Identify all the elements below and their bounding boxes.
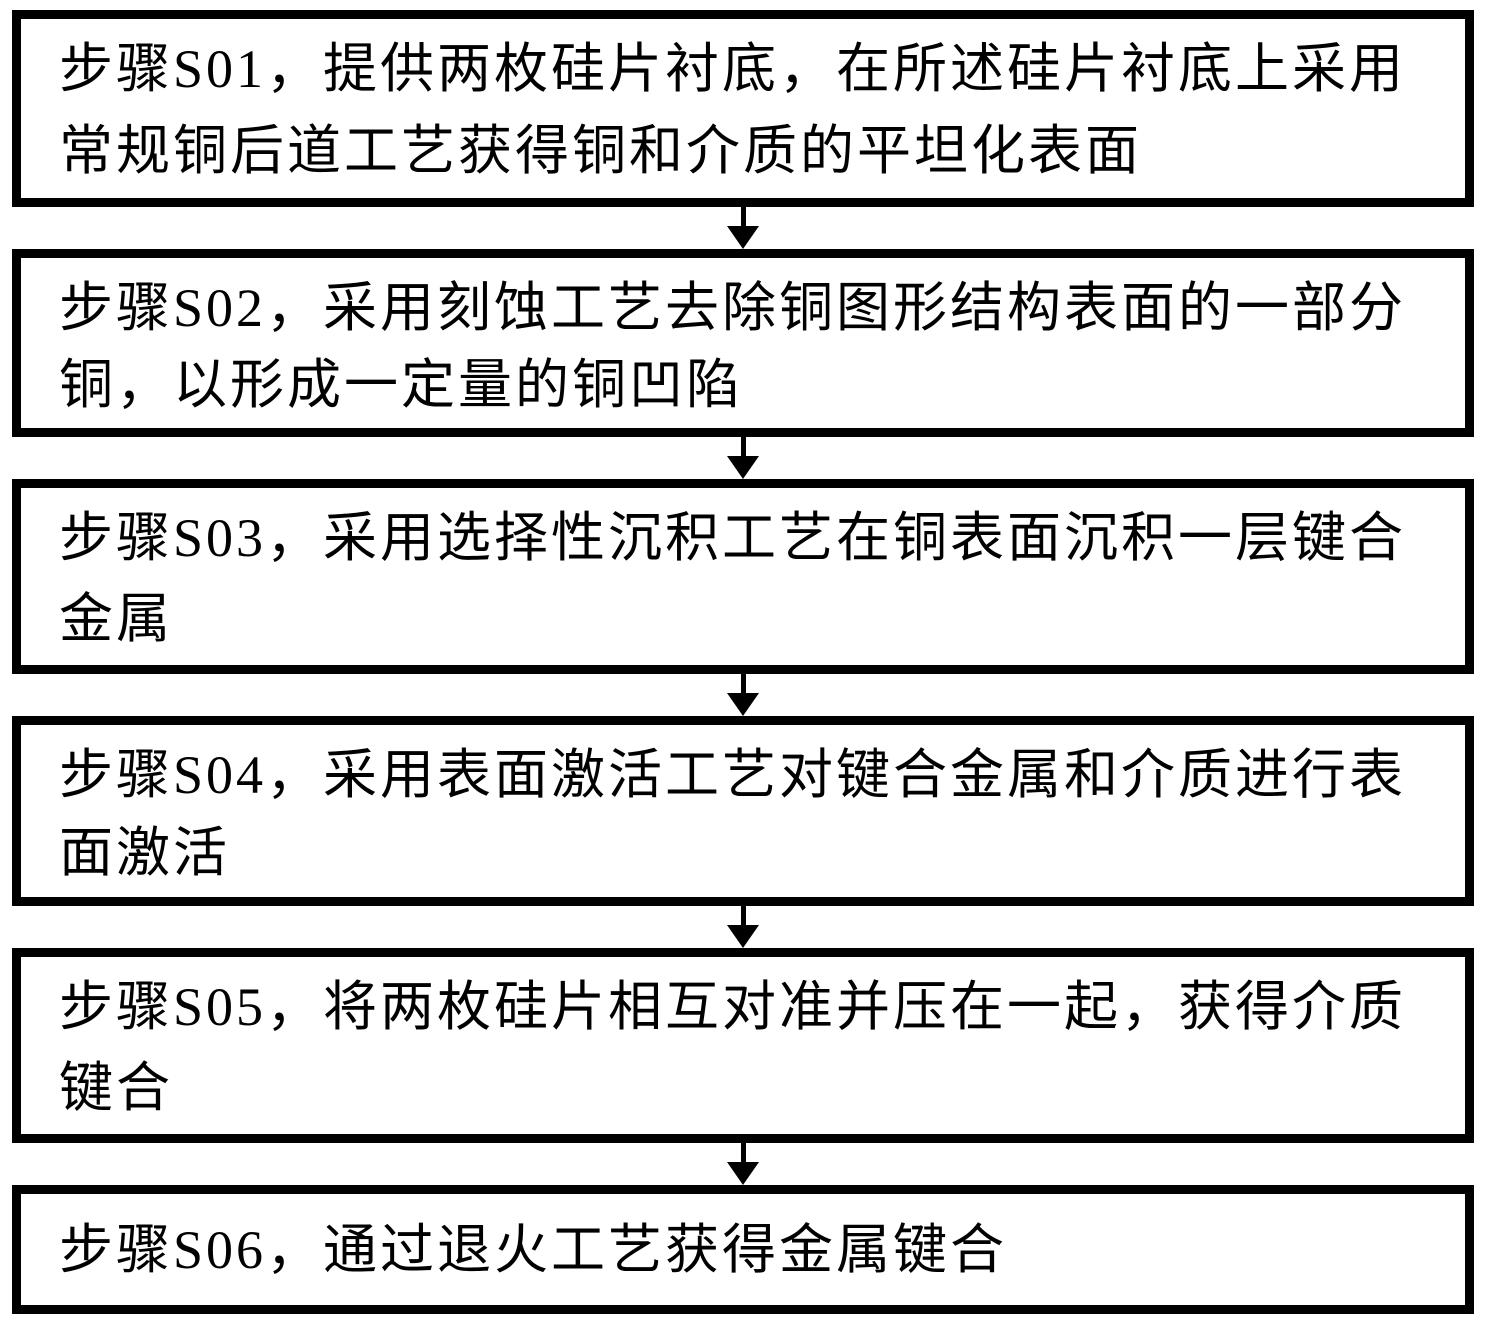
step-box-s04: 步骤S04，采用表面激活工艺对键合金属和介质进行表 面激活: [12, 716, 1474, 906]
arrow-down-icon: [727, 925, 759, 948]
step-box-s05: 步骤S05，将两枚硅片相互对准并压在一起，获得介质 键合: [12, 948, 1474, 1143]
step-box-s03: 步骤S03，采用选择性沉积工艺在铜表面沉积一层键合 金属: [12, 479, 1474, 674]
step-s03-text-line-1: 步骤S03，采用选择性沉积工艺在铜表面沉积一层键合: [59, 508, 1407, 568]
step-box-s06: 步骤S06，通过退火工艺获得金属键合: [12, 1185, 1474, 1314]
arrow-down-icon: [727, 456, 759, 479]
arrow-down-icon: [727, 1162, 759, 1185]
arrow-down-icon: [727, 693, 759, 716]
step-s02-text-line-1: 步骤S02，采用刻蚀工艺去除铜图形结构表面的一部分: [59, 278, 1407, 338]
flow-arrow-2: [12, 437, 1474, 479]
step-s04-text-line-2: 面激活: [59, 823, 230, 883]
step-box-s02: 步骤S02，采用刻蚀工艺去除铜图形结构表面的一部分 铜，以形成一定量的铜凹陷: [12, 249, 1474, 437]
step-s04-text-line-1: 步骤S04，采用表面激活工艺对键合金属和介质进行表: [59, 745, 1407, 805]
arrow-stem: [740, 207, 746, 226]
arrow-down-icon: [727, 226, 759, 249]
flow-arrow-4: [12, 906, 1474, 948]
arrow-stem: [740, 674, 746, 693]
flow-arrow-1: [12, 207, 1474, 249]
step-s01-text-line-2: 常规铜后道工艺获得铜和介质的平坦化表面: [59, 120, 1142, 181]
flow-arrow-3: [12, 674, 1474, 716]
arrow-stem: [740, 906, 746, 925]
step-s05-text-line-1: 步骤S05，将两枚硅片相互对准并压在一起，获得介质: [59, 977, 1407, 1037]
step-s05-text-line-2: 键合: [59, 1057, 173, 1118]
step-box-s01: 步骤S01，提供两枚硅片衬底，在所述硅片衬底上采用 常规铜后道工艺获得铜和介质的…: [12, 10, 1474, 207]
arrow-stem: [740, 1143, 746, 1162]
step-s02-text-line-2: 铜，以形成一定量的铜凹陷: [59, 355, 743, 415]
step-s01-text-line-1: 步骤S01，提供两枚硅片衬底，在所述硅片衬底上采用: [59, 39, 1407, 99]
arrow-stem: [740, 437, 746, 456]
flow-arrow-5: [12, 1143, 1474, 1185]
step-s06-text-line-1: 步骤S06，通过退火工艺获得金属键合: [59, 1219, 1008, 1280]
step-s03-text-line-2: 金属: [59, 588, 173, 649]
